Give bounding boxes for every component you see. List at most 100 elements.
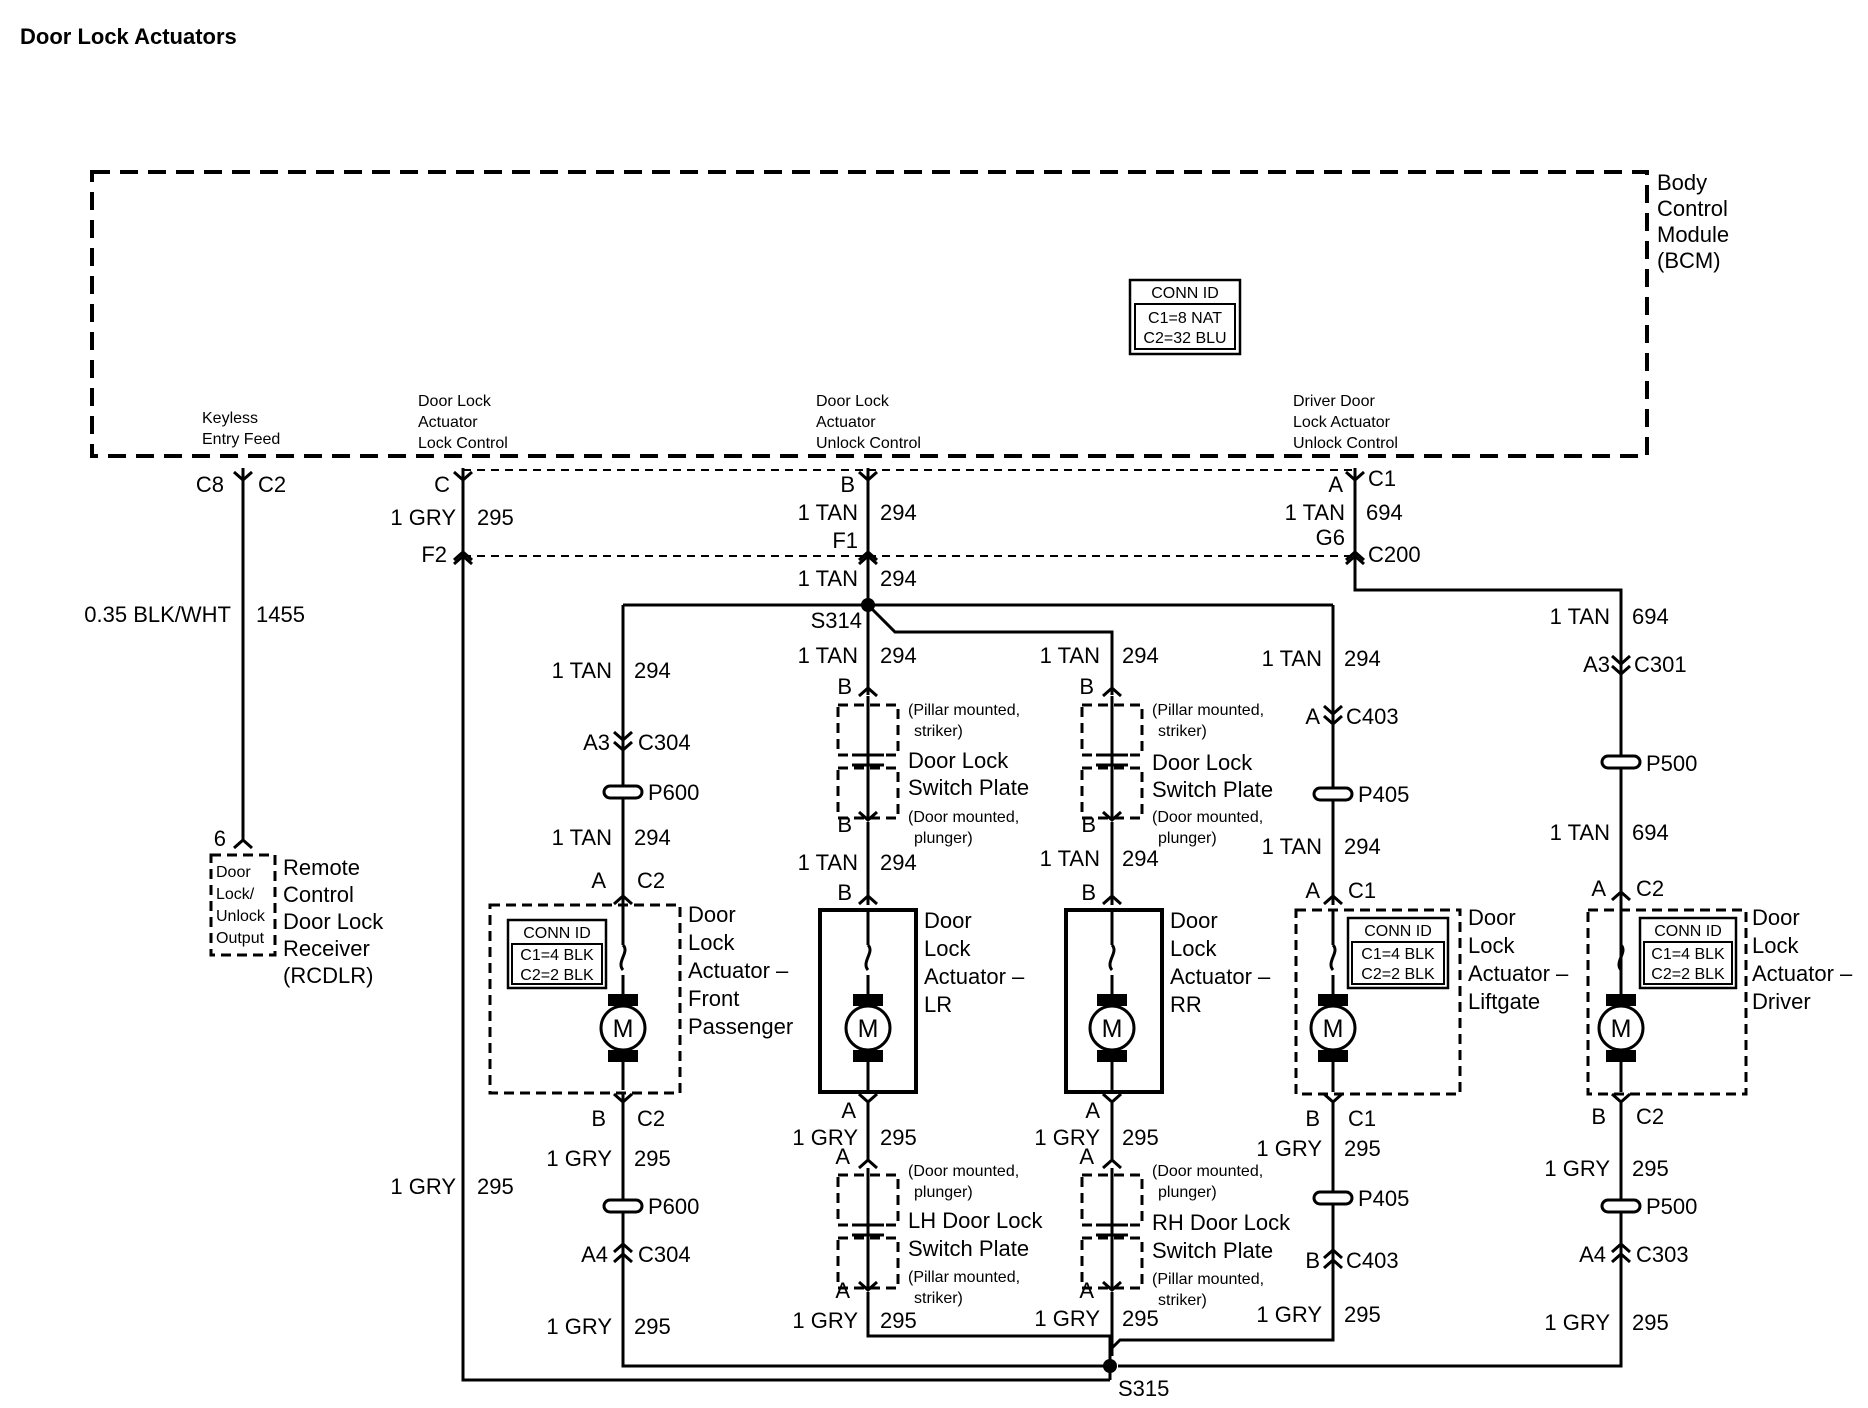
lr-wire-295-circuit-a: 295 [880, 1125, 917, 1150]
wire-1455-gauge: 0.35 BLK/WHT [84, 602, 231, 627]
bcm-outline [90, 170, 1649, 458]
wire-294-circuit-b: 294 [880, 566, 917, 591]
rr-pillar-2: striker) [1158, 723, 1207, 740]
lr-motor-label: M [858, 1015, 879, 1043]
drv-name-3: Actuator – [1752, 961, 1853, 986]
lr-pin-b-1: B [837, 674, 852, 699]
lg-conn-id-c1: C1=4 BLK [1361, 946, 1435, 963]
fp-conn-c304-bottom: C304 [638, 1242, 691, 1267]
fp-conn-p600-bottom: P600 [648, 1194, 699, 1219]
drv-name-1: Door [1752, 905, 1800, 930]
lr-pin-a-2: A [835, 1144, 850, 1169]
lg-name-4: Liftgate [1468, 989, 1540, 1014]
lh-switch-1: LH Door Lock [908, 1208, 1044, 1233]
fp-conn-c304: C304 [638, 730, 691, 755]
lr-pillar-1: (Pillar mounted, [908, 702, 1020, 719]
rr-name-4: RR [1170, 992, 1202, 1017]
fp-conn-a3: A3 [583, 730, 610, 755]
pin-label-driver-3: Unlock Control [1293, 435, 1398, 452]
splice-s315: S315 [1103, 1336, 1169, 1401]
lr-wire-295-circuit-b: 295 [880, 1308, 917, 1333]
drv-wire-295-gauge-a: 1 GRY [1544, 1156, 1610, 1181]
lr-switch-1: Door Lock [908, 748, 1009, 773]
rr-name-2: Lock [1170, 936, 1217, 961]
fp-conn-c2-bottom: C2 [637, 1106, 665, 1131]
wire-1455-circuit: 1455 [256, 602, 305, 627]
pin-label-lock-2: Actuator [418, 414, 478, 431]
lg-actuator-pin-a: A [1305, 878, 1320, 903]
driver-actuator-pin-a: A [1591, 876, 1606, 901]
actuator-lr: M Door Lock Actuator – LR [818, 908, 1025, 1094]
conn-c301: C301 [1634, 652, 1687, 677]
pin-label-unlock-2: Actuator [816, 414, 876, 431]
rr-plunger-1: (Door mounted, [1152, 809, 1263, 826]
pin-label-unlock-1: Door Lock [816, 393, 890, 410]
lr-name-3: Actuator – [924, 964, 1025, 989]
fp-conn-c2-top: C2 [637, 868, 665, 893]
bcm-label-4: (BCM) [1657, 248, 1721, 273]
wire-295-gauge-mid: 1 GRY [390, 1174, 456, 1199]
driver-actuator-conn-c2: C2 [1636, 876, 1664, 901]
lr-plunger-1: (Door mounted, [908, 809, 1019, 826]
lg-wire-295-gauge-b: 1 GRY [1256, 1302, 1322, 1327]
rr-branch: 1 TAN 294 B (Pillar mounted, striker) Do… [1040, 643, 1273, 906]
lg-wire-294-gauge-b: 1 TAN [1262, 834, 1322, 859]
drv-conn-a4: A4 [1579, 1242, 1606, 1267]
lg-wire-294-circuit-a: 294 [1344, 646, 1381, 671]
bcm-conn-id-table: CONN ID C1=8 NAT C2=32 BLU [1128, 278, 1242, 356]
rr-return: A 1 GRY 295 A (Door mounted, plunger) RH… [1034, 1092, 1291, 1356]
lg-motor-label: M [1323, 1015, 1344, 1043]
lr-wire-294-circuit-b: 294 [880, 850, 917, 875]
drv-wire-295-circuit-a: 295 [1632, 1156, 1669, 1181]
lh-pillar-2: striker) [914, 1290, 963, 1307]
lr-name-4: LR [924, 992, 952, 1017]
wire-294-gauge-a: 1 TAN [798, 500, 858, 525]
lg-name-3: Actuator – [1468, 961, 1569, 986]
rcdlr-inner-3: Unlock [216, 908, 266, 925]
lg-wire-295-circuit-b: 295 [1344, 1302, 1381, 1327]
fp-wire-295-gauge-a: 1 GRY [546, 1146, 612, 1171]
fp-pin-b: B [591, 1106, 606, 1131]
lr-pin-a-1: A [841, 1098, 856, 1123]
wire-694-gauge-c: 1 TAN [1550, 820, 1610, 845]
wire-294-gauge-b: 1 TAN [798, 566, 858, 591]
pin-label-lock-3: Lock Control [418, 435, 508, 452]
rr-wire-294-gauge-b: 1 TAN [1040, 846, 1100, 871]
keyless-conn-c2: C2 [258, 472, 286, 497]
lg-pin-a: A [1305, 704, 1320, 729]
front-passenger-return: B C2 1 GRY 295 P600 A4 C304 1 GRY 295 [546, 1092, 1110, 1368]
rr-pin-a-1: A [1085, 1098, 1100, 1123]
pin-label-unlock-3: Unlock Control [816, 435, 921, 452]
rr-bottom-plunger-1: (Door mounted, [1152, 1163, 1263, 1180]
bcm-label-2: Control [1657, 196, 1728, 221]
drv-conn-id-c1: C1=4 BLK [1651, 946, 1725, 963]
conn-p500-top: P500 [1646, 751, 1697, 776]
drv-name-4: Driver [1752, 989, 1811, 1014]
lr-wire-294-gauge-b: 1 TAN [798, 850, 858, 875]
rr-wire-295-circuit-a: 295 [1122, 1125, 1159, 1150]
lr-wire-295-gauge-b: 1 GRY [792, 1308, 858, 1333]
rr-pin-a-3: A [1079, 1278, 1094, 1303]
driver-pin-a: A [1328, 472, 1343, 497]
rcdlr-name-3: Door Lock [283, 909, 384, 934]
actuator-liftgate: CONN ID C1=4 BLK C2=2 BLK M Door Lock Ac… [1294, 905, 1569, 1096]
lg-name-1: Door [1468, 905, 1516, 930]
wire-294-circuit-a: 294 [880, 500, 917, 525]
lh-switch-2: Switch Plate [908, 1236, 1029, 1261]
rcdlr-box [209, 853, 277, 957]
splice-s315-dot [1103, 1359, 1117, 1373]
fp-name-3: Actuator – [688, 958, 789, 983]
rr-pin-b-3: B [1081, 880, 1096, 905]
rcdlr-name-2: Control [283, 882, 354, 907]
wire-295-gauge-top: 1 GRY [390, 505, 456, 530]
lr-return: A 1 GRY 295 A (Door mounted, plunger) LH… [792, 1092, 1112, 1380]
fp-wire-294-gauge-b: 1 TAN [552, 825, 612, 850]
lg-wire-294-circuit-b: 294 [1344, 834, 1381, 859]
lock-control-circuit-295: C 1 GRY 295 F2 1 GRY 295 [390, 468, 1110, 1382]
fp-name-5: Passenger [688, 1014, 793, 1039]
lock-pin-c: C [434, 472, 450, 497]
drv-conn-id-header: CONN ID [1654, 923, 1722, 940]
pin-label-driver-1: Driver Door [1293, 393, 1375, 410]
drv-conn-c2-bottom: C2 [1636, 1104, 1664, 1129]
